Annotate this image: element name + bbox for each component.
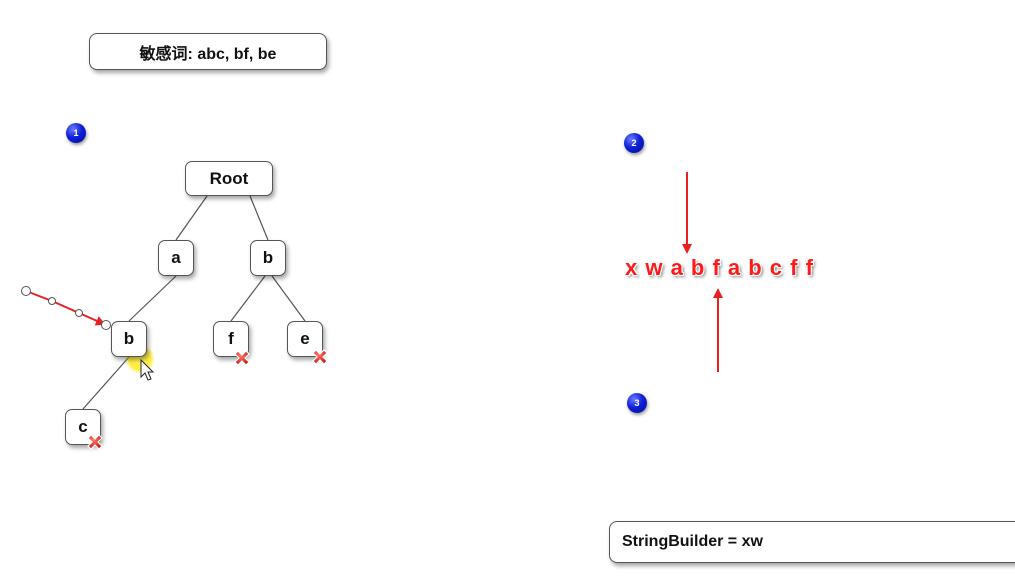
tree-node-root: Root (185, 161, 273, 196)
end-mark-icon (234, 350, 250, 366)
pointer-waypoint (21, 286, 31, 296)
edge-a-b (128, 275, 177, 322)
tree-node-b: b (250, 240, 286, 276)
end-mark-icon (312, 349, 328, 365)
edge-root-b (249, 195, 269, 241)
tree-node-ab: b (111, 321, 147, 357)
mouse-cursor-icon (140, 358, 155, 381)
sensitive-words-label: 敏感词: abc, bf, be (89, 33, 327, 70)
pointer-waypoint (101, 320, 111, 330)
pointer-waypoint (75, 309, 83, 317)
edge-b-e (271, 275, 306, 322)
step-marker-1: 1 (66, 123, 86, 143)
step-marker-2: 2 (624, 133, 644, 153)
step-marker-3: 3 (627, 393, 647, 413)
tree-node-a: a (158, 240, 194, 276)
input-string: x w a b f a b c f f (625, 255, 814, 280)
edge-b-f (230, 275, 266, 322)
edge-root-a (175, 195, 208, 241)
string-builder-label: StringBuilder = xw (609, 521, 1015, 563)
pointer-path-arrow (25, 290, 106, 326)
end-mark-icon (87, 434, 103, 450)
tree-node-be: e (287, 321, 323, 357)
tree-node-bf: f (213, 321, 249, 357)
edge-b-c (82, 356, 130, 410)
pointer-waypoint (48, 297, 56, 305)
